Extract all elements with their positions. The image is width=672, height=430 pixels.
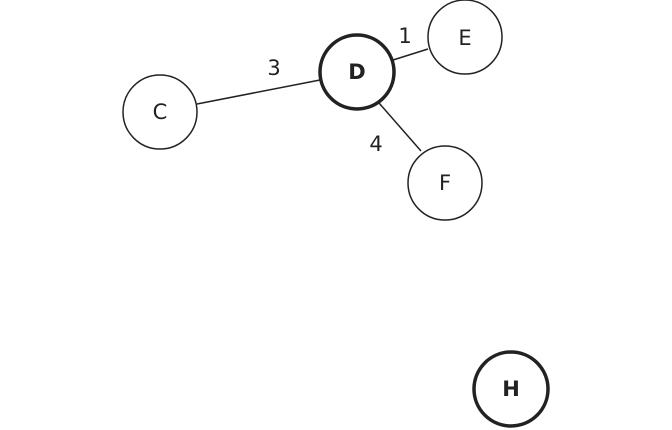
edge-weight-D-F: 4 [369,132,382,156]
edge-weight-C-D: 3 [267,56,280,80]
node-D[interactable]: D [318,33,396,111]
edge-weight-D-E: 1 [398,24,411,48]
node-C[interactable]: C [122,74,198,150]
node-H[interactable]: H [472,350,550,428]
node-label-C: C [153,100,168,124]
edge-C-D: 3 [196,56,321,105]
edge-D-F: 4 [369,102,422,156]
node-label-F: F [439,171,451,195]
node-label-D: D [348,60,365,84]
node-F[interactable]: F [407,145,483,221]
node-label-E: E [458,26,471,50]
edge-D-E: 1 [392,24,429,61]
node-E[interactable]: E [427,0,503,75]
node-label-H: H [502,377,520,401]
